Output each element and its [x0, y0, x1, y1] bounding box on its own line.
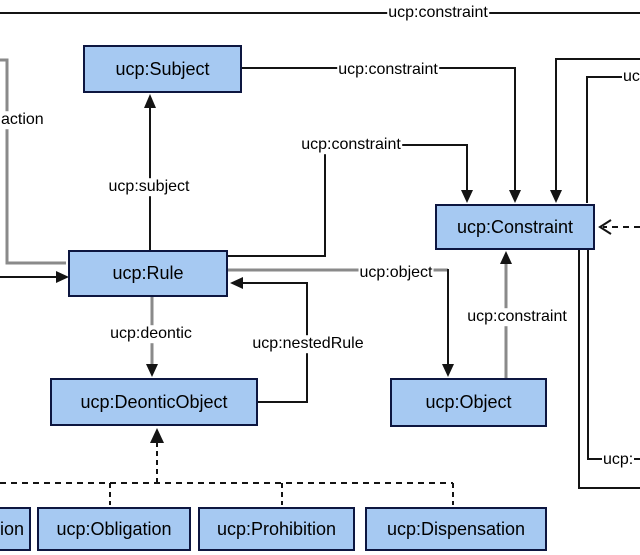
- arrowhead-deontic: [146, 364, 158, 377]
- edge-label-nested-rule: ucp:nestedRule: [251, 335, 365, 353]
- edge-label-action: action: [0, 111, 45, 129]
- edge-offscreen-right-to-constraint-line: [555, 58, 640, 195]
- node-ucp-obligation-label: ucp:Obligation: [56, 518, 172, 539]
- node-ucp-prohibition-label: ucp:Prohibition: [216, 518, 337, 539]
- node-ucp-prohibition[interactable]: ucp:Prohibition: [198, 507, 355, 551]
- edge-label-object-constraint: ucp:constraint: [466, 308, 568, 326]
- node-ucp-constraint-label: ucp:Constraint: [456, 216, 574, 237]
- arrowhead-object-constraint: [500, 251, 512, 264]
- edge-action-line: [0, 58, 66, 265]
- node-ucp-subject[interactable]: ucp:Subject: [83, 45, 242, 93]
- edge-label-deontic: ucp:deontic: [109, 325, 193, 343]
- node-ucp-rule[interactable]: ucp:Rule: [68, 250, 228, 297]
- edge-constraint-bottom-inner-line: [587, 250, 640, 460]
- node-ucp-dispensation-label: ucp:Dispensation: [386, 518, 526, 539]
- node-permission-partial[interactable]: ion: [0, 507, 31, 551]
- edge-label-right-top-partial: ucp: [622, 68, 640, 86]
- arrowhead-dashed-into-constraint: [598, 219, 612, 235]
- node-ucp-dispensation[interactable]: ucp:Dispensation: [365, 507, 547, 551]
- node-permission-partial-label: ion: [0, 518, 24, 539]
- arrowhead-subject: [144, 94, 156, 108]
- node-ucp-constraint[interactable]: ucp:Constraint: [435, 204, 595, 250]
- node-ucp-subject-label: ucp:Subject: [115, 58, 210, 79]
- arrowhead-rule-to-constraint: [461, 190, 473, 203]
- arrowhead-object: [442, 364, 454, 377]
- node-ucp-rule-label: ucp:Rule: [112, 263, 184, 283]
- edge-label-right-bottom-partial: ucp:: [602, 451, 635, 469]
- edge-label-subject: ucp:subject: [107, 178, 191, 196]
- arrowhead-subclass-deontic-object: [150, 428, 164, 443]
- arrowhead-nested-rule: [230, 277, 243, 289]
- edge-label-object: ucp:object: [358, 264, 434, 282]
- node-ucp-object-label: ucp:Object: [425, 392, 512, 412]
- edge-rule-to-constraint-line: [228, 144, 468, 257]
- edge-label-subject-constraint: ucp:constraint: [337, 61, 439, 79]
- arrowhead-offscreen-right-to-constraint: [550, 190, 562, 203]
- node-ucp-deontic-object[interactable]: ucp:DeonticObject: [50, 378, 258, 426]
- arrowhead-subject-to-constraint: [509, 190, 521, 203]
- node-ucp-deontic-object-label: ucp:DeonticObject: [80, 391, 228, 412]
- edge-right-top-partial-line: [586, 76, 640, 203]
- arrowhead-offscreen-left-to-rule: [56, 271, 69, 283]
- edge-constraint-bottom-outer-line: [578, 250, 640, 489]
- edge-subject-to-constraint-line: [242, 67, 516, 195]
- node-ucp-obligation[interactable]: ucp:Obligation: [37, 507, 191, 551]
- edge-label-rule-constraint: ucp:constraint: [300, 136, 402, 154]
- node-ucp-object[interactable]: ucp:Object: [390, 378, 547, 427]
- edge-label-top-constraint: ucp:constraint: [387, 4, 489, 22]
